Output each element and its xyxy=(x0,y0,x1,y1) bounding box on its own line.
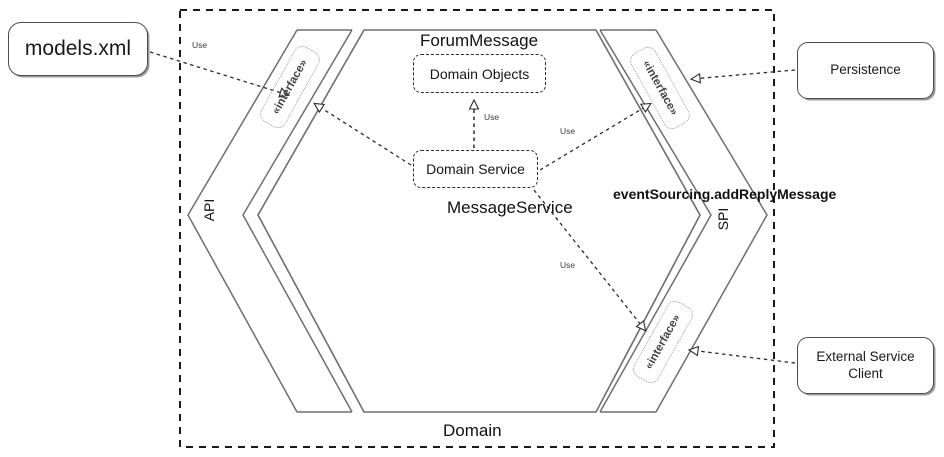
connector-service-to-persistence-spi xyxy=(539,104,650,171)
connector-service-to-external-spi xyxy=(533,189,645,330)
ring-label-spi: SPI xyxy=(715,207,731,231)
use-label-service-to-persistence: Use xyxy=(560,126,576,136)
hexagon-ring-spi-inner xyxy=(599,29,712,413)
hexagon-ring-api-inner xyxy=(242,29,353,413)
domain-objects-label: Domain Objects xyxy=(429,65,530,82)
hexagon-ring-api-outer xyxy=(187,29,298,413)
box-domain-objects[interactable]: Domain Objects xyxy=(413,54,546,93)
external-box-external-service-client[interactable]: External Service Client xyxy=(797,337,934,394)
persistence-label: Persistence xyxy=(830,62,901,78)
models-xml-label: models.xml xyxy=(24,36,132,60)
annotation-event-sourcing: eventSourcing.addReplyMessage xyxy=(613,186,837,202)
caption-forum-message: ForumMessage xyxy=(420,31,539,50)
use-label-service-to-objects: Use xyxy=(484,112,500,122)
box-domain-service[interactable]: Domain Service xyxy=(413,150,538,188)
caption-message-service: MessageService xyxy=(447,198,573,217)
external-box-models-xml[interactable]: models.xml xyxy=(8,22,148,76)
ring-label-api: API xyxy=(201,198,217,222)
domain-service-label: Domain Service xyxy=(426,161,525,177)
connector-api-to-service xyxy=(315,104,412,166)
connector-models-to-api xyxy=(149,51,288,95)
external-service-client-label-line1: External Service xyxy=(816,348,915,364)
external-box-persistence[interactable]: Persistence xyxy=(797,42,934,99)
connector-persistence-to-spi xyxy=(692,69,796,79)
system-boundary xyxy=(179,9,775,448)
use-label-service-to-external: Use xyxy=(560,260,576,270)
connector-external-client-to-spi xyxy=(690,350,796,364)
use-label-models-to-api: Use xyxy=(192,40,208,50)
caption-domain: Domain xyxy=(443,421,502,440)
external-service-client-label-line2: Client xyxy=(848,365,883,381)
hexagon-core-domain xyxy=(257,29,701,413)
